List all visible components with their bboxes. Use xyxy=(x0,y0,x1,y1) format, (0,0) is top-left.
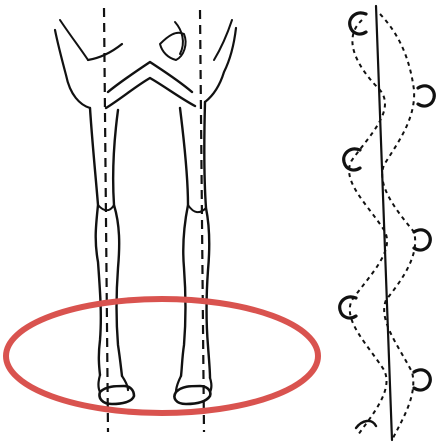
right-front-leg xyxy=(174,102,211,404)
highlight-ellipse xyxy=(6,299,318,413)
vertical-reference-lines xyxy=(104,8,204,432)
hoof-marker-4 xyxy=(414,230,430,250)
hoof-marker-5 xyxy=(340,297,356,318)
horse-front-legs xyxy=(55,20,236,404)
horse-chest-outline xyxy=(55,20,236,108)
left-reference-line xyxy=(104,8,108,432)
hoof-marker-1 xyxy=(350,13,366,34)
right-reference-line xyxy=(200,10,204,432)
left-front-leg xyxy=(90,108,134,404)
hoof-flight-path-diagram xyxy=(340,6,435,440)
hoof-marker-6 xyxy=(414,370,430,390)
right-hoof xyxy=(174,386,210,404)
hoof-marker-2 xyxy=(418,86,434,106)
